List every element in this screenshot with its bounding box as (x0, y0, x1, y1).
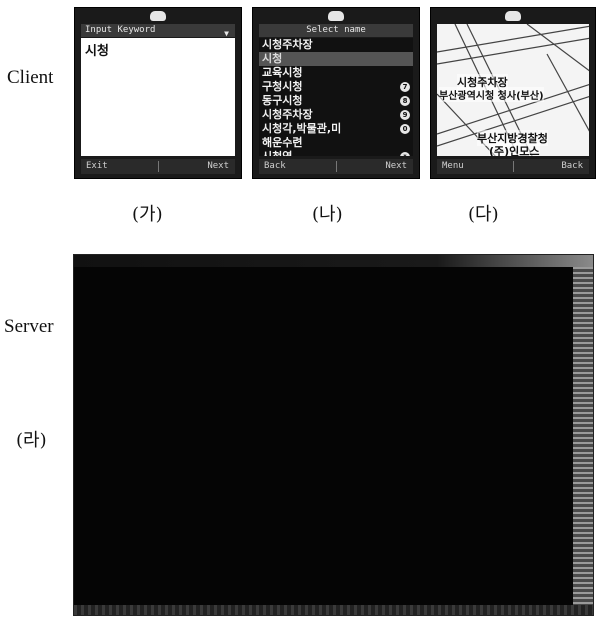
map-label-1: 시청주차장 (457, 74, 508, 90)
softkey-next[interactable]: Next (207, 161, 229, 171)
list-item-label: 시청주차장 (262, 108, 313, 121)
server-status-bar (74, 605, 593, 615)
caption-ra: (라) (16, 430, 47, 451)
title-text: Select name (306, 25, 366, 35)
server-window (73, 254, 594, 616)
list-item-label: 시청역 (262, 150, 292, 156)
list-item-label: 동구시청 (262, 94, 303, 107)
title-bar: Select name (259, 24, 413, 37)
list-item-label: 시청각,박물관,미 (262, 122, 342, 135)
softkey-next[interactable]: Next (385, 161, 407, 171)
keyword-input[interactable]: 시청 (85, 44, 109, 59)
list-item[interactable]: 동구시청 8 (259, 94, 413, 108)
softkey-divider (158, 161, 159, 172)
list-item[interactable]: 시청각,박물관,미 0 (259, 122, 413, 136)
softkey-back[interactable]: Back (264, 161, 286, 171)
list-item[interactable]: 해운수련 (259, 136, 413, 150)
softkey-menu[interactable]: Menu (442, 161, 464, 171)
client-label: Client (7, 67, 54, 88)
list-item[interactable]: 교육시청 (259, 66, 413, 80)
map-label-2: 부산광역시청 청사(부산) (439, 87, 544, 102)
softkey-divider (336, 161, 337, 172)
softkey-bar: Exit Next (81, 159, 235, 174)
number-badge-icon: 9 (400, 110, 410, 120)
softkey-divider (513, 161, 514, 172)
logo-icon (328, 11, 344, 21)
caption-da: (다) (468, 204, 499, 225)
list-item-label: 시청 (262, 52, 283, 65)
keyword-area[interactable]: 시청 (81, 38, 235, 156)
list-item[interactable]: 시청주차장 (259, 38, 413, 52)
title-bar[interactable]: Input Keyword ▼ (81, 24, 235, 37)
map-label-4: (주)인모스 (489, 143, 540, 156)
number-badge-icon: 7 (400, 82, 410, 92)
list-item-label: 시청주차장 (262, 38, 313, 51)
logo-icon (505, 11, 521, 21)
softkey-exit[interactable]: Exit (86, 161, 108, 171)
list-item[interactable]: 시청역 * (259, 150, 413, 156)
title-text: Input Keyword (85, 25, 156, 35)
list-item-label: 교육시청 (262, 66, 303, 79)
softkey-back[interactable]: Back (561, 161, 583, 171)
list-item[interactable]: 시청 (259, 52, 413, 66)
number-badge-icon: 0 (400, 124, 410, 134)
map-label-3: 부산지방경찰청 (477, 130, 548, 146)
logo-icon (150, 11, 166, 21)
number-badge-icon: * (400, 152, 410, 156)
number-badge-icon: 8 (400, 96, 410, 106)
phone-screen-ga: Input Keyword ▼ 시청 Exit Next (74, 7, 242, 179)
server-title-bar (74, 255, 593, 267)
server-scrollbar[interactable] (573, 267, 593, 605)
list-item[interactable]: 시청주차장 9 (259, 108, 413, 122)
softkey-bar: Menu Back (437, 159, 589, 174)
map-view[interactable]: 시청주차장 부산광역시청 청사(부산) 부산지방경찰청 (주)인모스 (437, 24, 589, 156)
caption-na: (나) (312, 204, 343, 225)
phone-screen-da: 시청주차장 부산광역시청 청사(부산) 부산지방경찰청 (주)인모스 Menu … (430, 7, 596, 179)
list-item-label: 구청시청 (262, 80, 303, 93)
caption-ga: (가) (132, 204, 163, 225)
list-item-label: 해운수련 (262, 136, 303, 149)
list-item[interactable]: 구청시청 7 (259, 80, 413, 94)
dropdown-arrow-icon[interactable]: ▼ (224, 29, 229, 37)
softkey-bar: Back Next (259, 159, 413, 174)
server-label: Server (4, 316, 54, 337)
